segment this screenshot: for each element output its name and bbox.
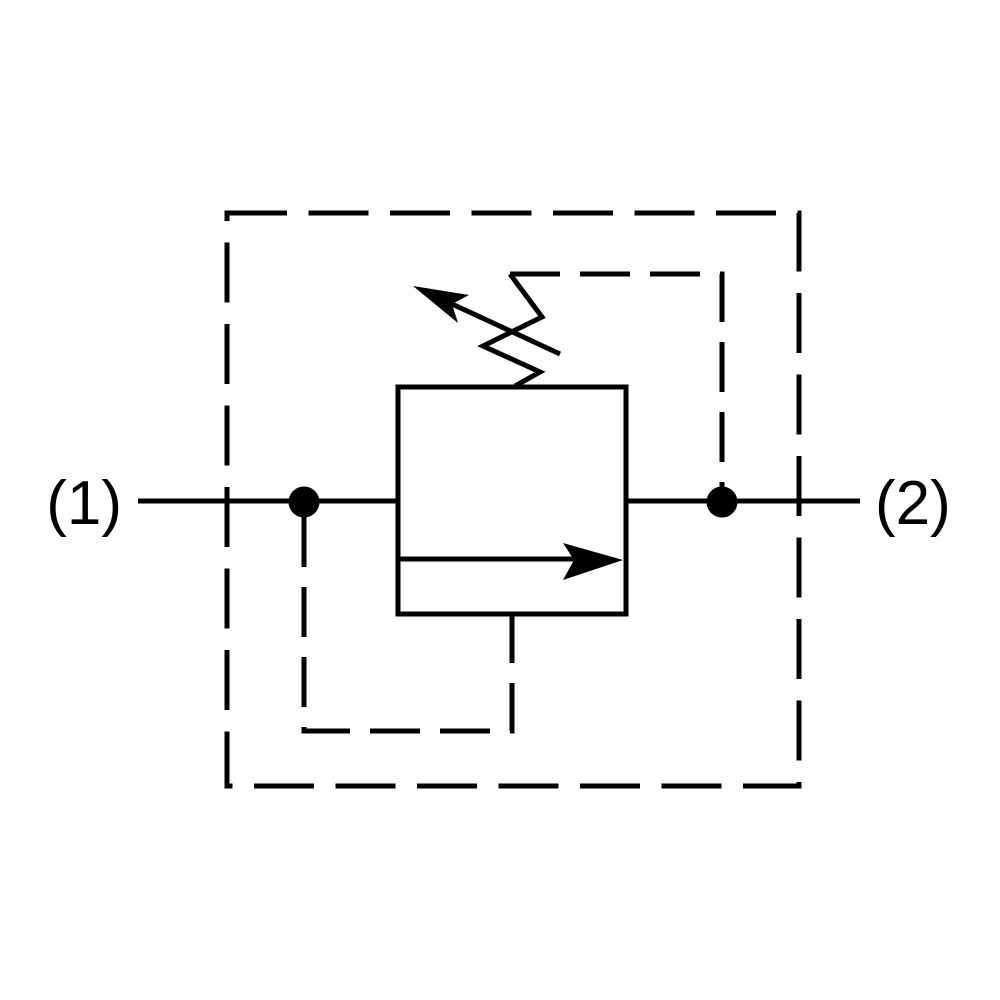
junction-dot-port2	[706, 486, 738, 518]
valve-body	[395, 384, 629, 617]
flow-arrow-head	[563, 543, 623, 580]
junction-dot-port1	[288, 486, 320, 518]
spring-icon	[477, 272, 546, 389]
port2-label: (2)	[875, 469, 951, 538]
pilot-line-spring-icon	[510, 271, 725, 502]
flow-arrow-icon	[398, 543, 623, 580]
pilot-line-left-icon	[301, 517, 515, 734]
adjustment-arrow-icon	[413, 286, 562, 357]
adjustment-arrow-shaft	[450, 301, 562, 357]
adjustment-arrow-head	[413, 286, 469, 323]
port1-label: (1)	[46, 469, 122, 538]
